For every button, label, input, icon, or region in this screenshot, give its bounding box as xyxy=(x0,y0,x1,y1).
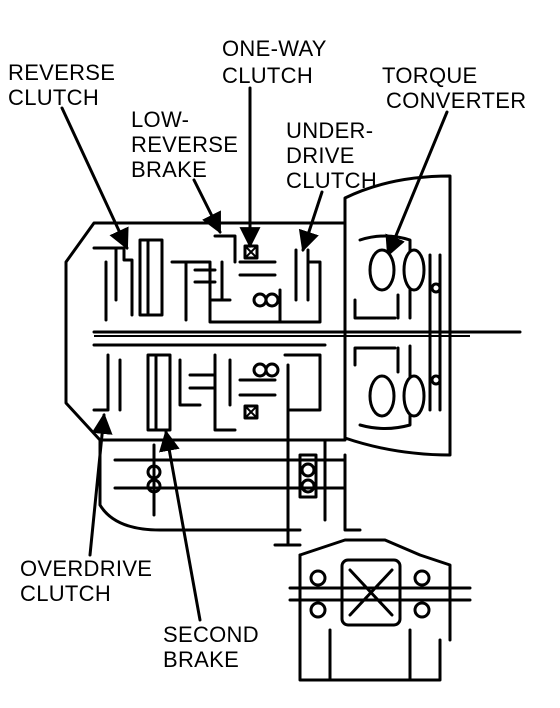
arrow-reverse-clutch xyxy=(60,106,129,250)
differential xyxy=(288,538,472,682)
upper-clutch-assembly xyxy=(92,234,322,324)
svg-text:CLUTCH: CLUTCH xyxy=(286,168,377,193)
label-overdrive-clutch: OVERDRIVE CLUTCH xyxy=(20,556,152,606)
svg-text:OVERDRIVE: OVERDRIVE xyxy=(20,556,152,581)
svg-text:CLUTCH: CLUTCH xyxy=(8,85,99,110)
label-second-brake: SECOND BRAKE xyxy=(163,622,259,672)
label-torque-converter: TORQUE CONVERTER xyxy=(382,63,526,113)
label-one-way-clutch: ONE-WAY CLUTCH xyxy=(222,36,327,88)
svg-text:DRIVE: DRIVE xyxy=(286,143,355,168)
leader-arrows xyxy=(60,86,449,622)
svg-text:BRAKE: BRAKE xyxy=(131,157,207,182)
arrow-torque-converter xyxy=(385,110,449,257)
svg-text:TORQUE: TORQUE xyxy=(382,63,478,88)
transmission-case xyxy=(64,174,452,532)
label-low-reverse-brake: LOW- REVERSE BRAKE xyxy=(131,107,238,182)
svg-text:REVERSE: REVERSE xyxy=(8,60,115,85)
arrow-overdrive-clutch xyxy=(88,412,113,557)
torque-converter xyxy=(353,234,442,430)
main-shaft xyxy=(92,330,522,337)
svg-text:CLUTCH: CLUTCH xyxy=(20,581,111,606)
svg-text:LOW-: LOW- xyxy=(131,107,189,132)
svg-text:BRAKE: BRAKE xyxy=(163,647,239,672)
svg-text:SECOND: SECOND xyxy=(163,622,259,647)
label-underdrive-clutch: UNDER- DRIVE CLUTCH xyxy=(286,118,377,193)
svg-text:ONE-WAY: ONE-WAY xyxy=(222,36,327,61)
arrow-underdrive-clutch xyxy=(298,190,324,252)
transfer-shaft xyxy=(113,438,362,532)
svg-text:CONVERTER: CONVERTER xyxy=(386,88,526,113)
lower-clutch-assembly xyxy=(92,343,327,547)
one-way-clutch-symbol xyxy=(243,244,259,260)
svg-text:CLUTCH: CLUTCH xyxy=(222,63,313,88)
label-reverse-clutch: REVERSE CLUTCH xyxy=(8,60,115,110)
svg-text:UNDER-: UNDER- xyxy=(286,118,373,143)
svg-text:REVERSE: REVERSE xyxy=(131,132,238,157)
arrow-second-brake xyxy=(159,429,202,622)
